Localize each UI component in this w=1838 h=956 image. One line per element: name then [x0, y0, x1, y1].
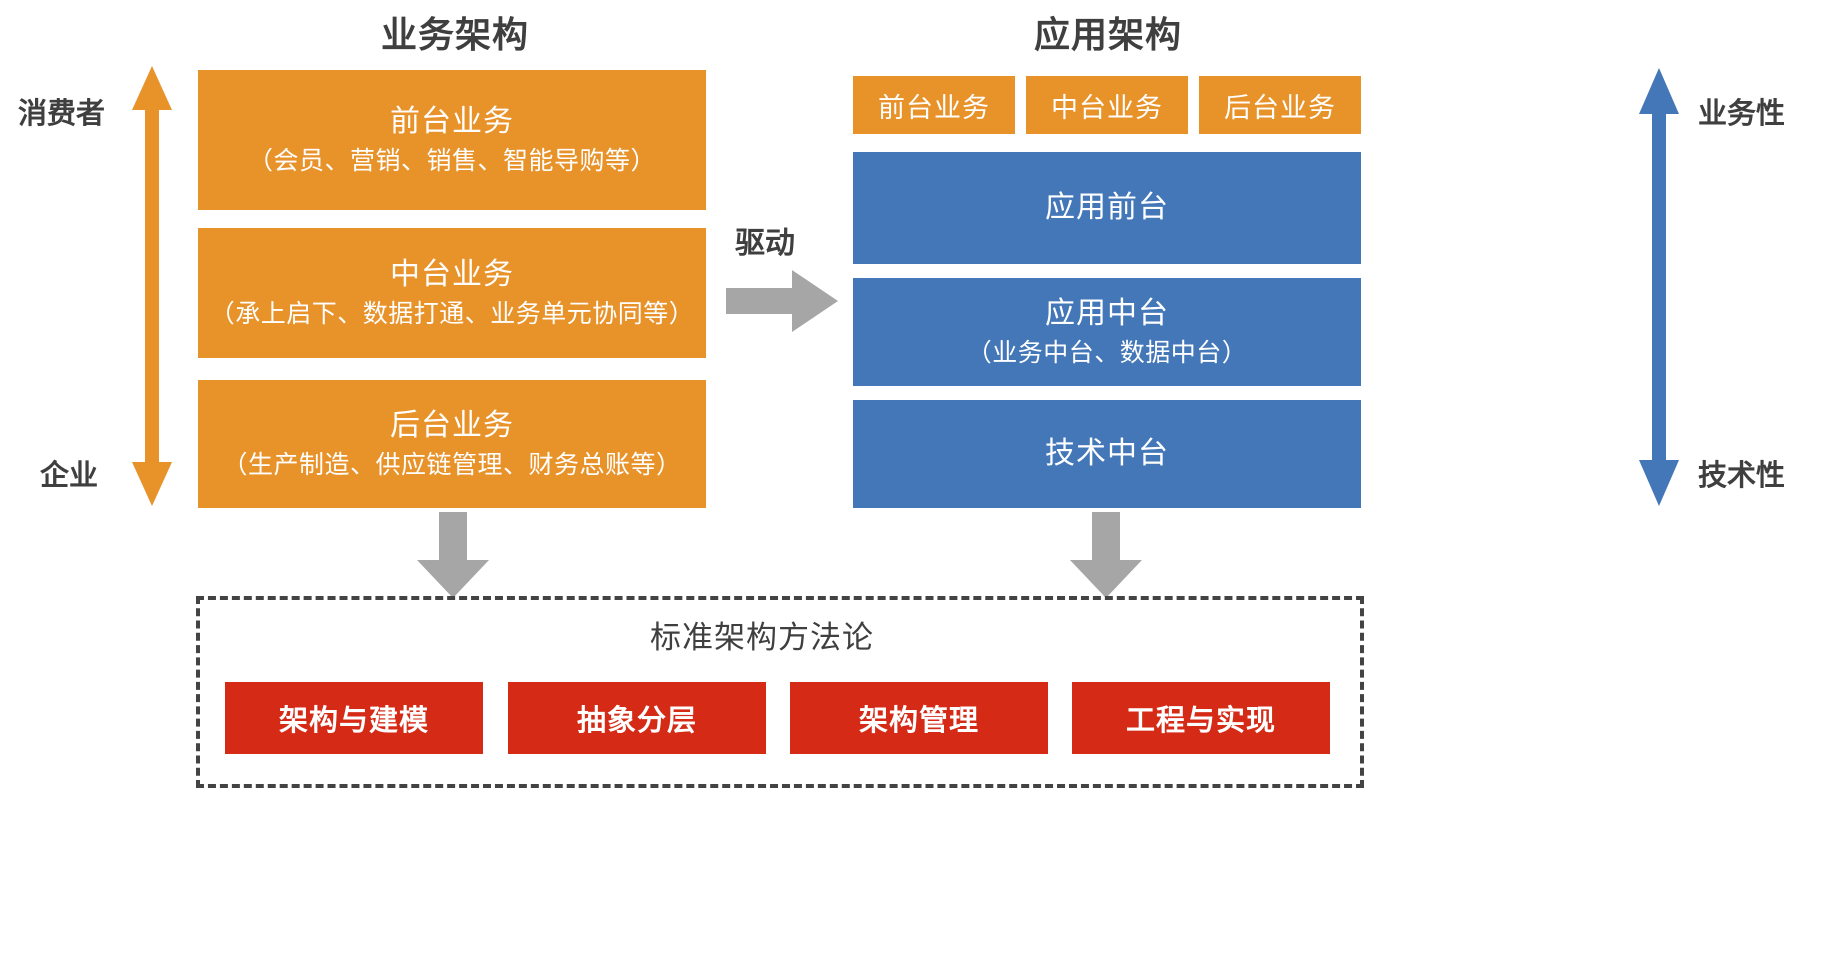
business-block-middle-office-subtitle: （承上启下、数据打通、业务单元协同等）: [209, 300, 695, 329]
business-technical-axis-arrow: [1639, 68, 1679, 506]
business-block-middle-office-title: 中台业务: [390, 257, 514, 291]
business-block-front-office-title: 前台业务: [390, 104, 514, 138]
methodology-title: 标准架构方法论: [650, 620, 874, 655]
methodology-item-abstraction-layering: 抽象分层: [508, 682, 766, 754]
app-chip-middle-office-label: 中台业务: [1051, 92, 1163, 123]
app-chip-front-office: 前台业务: [853, 76, 1015, 134]
application-block-front-platform: 应用前台: [853, 152, 1361, 264]
methodology-item-architecture-management-label: 架构管理: [858, 705, 979, 737]
methodology-item-architecture-modeling: 架构与建模: [225, 682, 483, 754]
application-block-tech-platform: 技术中台: [853, 400, 1361, 508]
axis-label-consumer: 消费者: [18, 98, 106, 130]
application-block-middle-platform-subtitle: （业务中台、数据中台）: [966, 339, 1248, 368]
app-chip-middle-office: 中台业务: [1026, 76, 1188, 134]
connector-label-drive: 驱动: [735, 227, 795, 260]
business-block-front-office: 前台业务 （会员、营销、销售、智能导购等）: [198, 70, 706, 210]
application-block-tech-platform-title: 技术中台: [1045, 437, 1169, 471]
methodology-item-architecture-modeling-label: 架构与建模: [278, 705, 429, 737]
business-block-back-office-title: 后台业务: [390, 408, 514, 442]
business-block-middle-office: 中台业务 （承上启下、数据打通、业务单元协同等）: [198, 228, 706, 358]
business-architecture-title: 业务架构: [380, 14, 529, 55]
business-block-front-office-subtitle: （会员、营销、销售、智能导购等）: [247, 147, 656, 176]
consumer-enterprise-axis-arrow: [132, 66, 172, 506]
methodology-item-engineering-implementation-label: 工程与实现: [1125, 705, 1276, 737]
app-chip-front-office-label: 前台业务: [878, 92, 990, 123]
business-block-back-office: 后台业务 （生产制造、供应链管理、财务总账等）: [198, 380, 706, 508]
methodology-item-engineering-implementation: 工程与实现: [1072, 682, 1330, 754]
business-to-methodology-arrow: [417, 512, 489, 598]
app-chip-back-office-label: 后台业务: [1224, 92, 1336, 123]
axis-label-technical-nature: 技术性: [1698, 460, 1786, 492]
methodology-frame: [196, 596, 1364, 788]
axis-label-enterprise: 企业: [40, 460, 99, 492]
business-block-back-office-subtitle: （生产制造、供应链管理、财务总账等）: [222, 451, 682, 480]
application-architecture-title: 应用架构: [1033, 14, 1182, 55]
app-chip-back-office: 后台业务: [1199, 76, 1361, 134]
axis-label-business-nature: 业务性: [1698, 98, 1786, 130]
application-to-methodology-arrow: [1070, 512, 1142, 598]
methodology-item-architecture-management: 架构管理: [790, 682, 1048, 754]
application-block-front-platform-title: 应用前台: [1045, 191, 1169, 225]
drive-arrow-icon: [726, 270, 838, 332]
application-block-middle-platform: 应用中台 （业务中台、数据中台）: [853, 278, 1361, 386]
methodology-item-abstraction-layering-label: 抽象分层: [576, 705, 697, 737]
application-block-middle-platform-title: 应用中台: [1045, 296, 1169, 330]
